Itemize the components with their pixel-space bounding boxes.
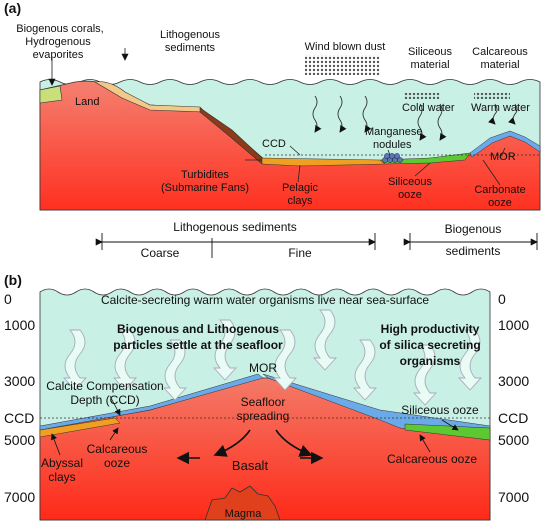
pointer-lines-a [245, 145, 506, 186]
label-carbonate-2: ooze [488, 197, 512, 209]
depth-right-5000: 5000 [498, 432, 529, 448]
label-siliceous-1: Siliceous [408, 46, 453, 58]
calcareous-ooze-left-layer [39, 373, 264, 431]
depth-left-1000: 1000 [4, 317, 35, 333]
label-siliceous-ooze-b: Siliceous ooze [401, 403, 479, 417]
label-bio-litho-1: Biogenous and Lithogenous [117, 322, 279, 336]
label-biogenous-2: sediments [446, 244, 501, 258]
label-high-prod-2: of silica secreting [379, 338, 480, 352]
label-mor-b: MOR [249, 361, 277, 375]
depth-right-1000: 1000 [498, 317, 529, 333]
label-magma: Magma [225, 508, 263, 520]
label-ccd-2: Depth (CCD) [70, 393, 139, 407]
label-fine: Fine [288, 246, 312, 260]
cold-water-plankton [404, 93, 440, 99]
label-calc-ooze-left-1: Calcareous [87, 442, 148, 456]
label-turbidites-2: (Submarine Fans) [161, 182, 249, 194]
depth-left-0: 0 [4, 291, 12, 307]
panel-b-label: (b) [4, 272, 22, 288]
panel-b: (b) 0 1000 3000 CCD 5000 7000 0 1000 300… [4, 272, 529, 521]
magma-body [204, 485, 281, 521]
label-high-prod-3: organisms [400, 354, 461, 368]
settling-arrows-b [62, 309, 483, 406]
label-calcite-secreting: Calcite-secreting warm water organisms l… [101, 293, 429, 307]
label-biogenous-1: Biogenous [445, 222, 502, 236]
label-abyssal-2: clays [48, 470, 75, 484]
label-ccd-a: CCD [262, 138, 286, 150]
label-carbonate-1: Carbonate [474, 184, 525, 196]
carbonate-ooze-layer [469, 130, 541, 158]
label-warm-water: Warm water [471, 102, 530, 114]
label-siliceous-2: material [410, 59, 449, 71]
label-seafloor-2: spreading [237, 409, 290, 423]
label-calc-ooze-right: Calcareous ooze [387, 452, 477, 466]
label-ccd-1: Calcite Compensation [46, 379, 163, 393]
label-evaporites: evaporites [33, 49, 84, 61]
label-high-prod-1: High productivity [381, 322, 480, 336]
label-cold-water: Cold water [402, 102, 455, 114]
label-pelagic-1: Pelagic [282, 182, 319, 194]
panel-a: (a) Biogenous corals, Hydrogenous evapor… [4, 0, 541, 260]
settling-arrows-a [48, 48, 518, 141]
sediment-scale [95, 233, 538, 258]
manganese-nodules [382, 153, 403, 163]
depth-right-0: 0 [498, 291, 506, 307]
depth-left-3000: 3000 [4, 373, 35, 389]
label-mor-a: MOR [490, 151, 516, 163]
label-pelagic-2: clays [287, 195, 313, 207]
label-calcareous-2: material [480, 59, 519, 71]
label-calc-ooze-left-2: ooze [104, 456, 130, 470]
pelagic-clay-layer [261, 157, 386, 167]
label-basalt: Basalt [232, 458, 269, 473]
label-seafloor-1: Seafloor [241, 395, 286, 409]
label-bio-litho-2: particles settle at the seafloor [113, 338, 283, 352]
spreading-arrows [176, 429, 324, 465]
depth-left-7000: 7000 [4, 489, 35, 505]
label-siliceous-ooze-1: Siliceous [388, 176, 433, 188]
coastal-sediments [94, 81, 206, 113]
panel-a-label: (a) [4, 0, 21, 16]
label-lithogenous-2: sediments [165, 42, 216, 54]
pointer-arrows-b [51, 395, 459, 456]
label-abyssal-1: Abyssal [41, 456, 83, 470]
label-turbidites-1: Turbidites [181, 169, 229, 181]
ccd-right: CCD [498, 410, 528, 426]
label-land: Land [75, 96, 99, 108]
label-lithogenous-sediments: Lithogenous sediments [173, 220, 296, 234]
warm-water-plankton [474, 93, 510, 99]
abyssal-clays-layer [39, 417, 121, 438]
label-biogenous-corals: Biogenous corals, [16, 23, 103, 35]
depth-right-7000: 7000 [498, 489, 529, 505]
label-wind-blown-dust: Wind blown dust [305, 41, 386, 53]
label-manganese-2: nodules [373, 139, 412, 151]
depth-left-5000: 5000 [4, 432, 35, 448]
label-coarse: Coarse [141, 246, 180, 260]
siliceous-ooze-right-layer [404, 423, 491, 441]
label-manganese-1: Manganese [365, 126, 423, 138]
depth-right-3000: 3000 [498, 373, 529, 389]
land-vegetation [39, 85, 63, 104]
label-hydrogenous: Hydrogenous [25, 36, 91, 48]
dust-cloud [305, 55, 380, 75]
label-lithogenous-1: Lithogenous [160, 29, 220, 41]
ccd-left: CCD [4, 410, 34, 426]
label-calcareous-1: Calcareous [472, 46, 528, 58]
label-siliceous-ooze-2: ooze [398, 189, 422, 201]
